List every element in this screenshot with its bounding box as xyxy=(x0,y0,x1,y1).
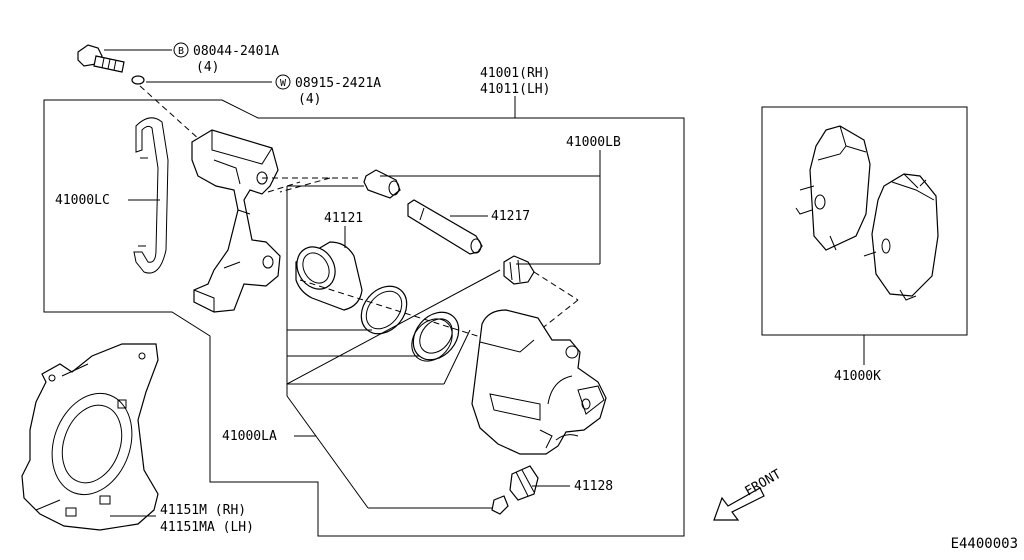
bleeder-screw-part xyxy=(491,465,539,515)
seal-kit-leader-diag xyxy=(286,395,369,509)
caliper-rh-label: 41001(RH) xyxy=(480,66,550,81)
brake-pad-front-part xyxy=(863,173,939,301)
guide-pin-part xyxy=(407,199,483,255)
dust-boot-part xyxy=(411,311,460,362)
bolt-marker-circle xyxy=(173,42,189,58)
bolt-part xyxy=(77,44,125,73)
seal-kit-label: 41000LA xyxy=(222,429,277,444)
caliper-housing-part xyxy=(471,309,607,455)
bleeder-label: 41128 xyxy=(574,479,613,494)
washer-part xyxy=(131,75,145,85)
washer-dash xyxy=(139,85,201,141)
splash-plate-rh-label: 41151M (RH) xyxy=(160,503,246,518)
bolt-marker: B xyxy=(178,46,184,57)
caliper-assembly-frame xyxy=(43,99,685,537)
pin-boot-upper-part xyxy=(363,169,401,199)
bolt-code: 08044-2401A xyxy=(193,44,279,59)
pin-boot-kit-label: 41000LB xyxy=(566,135,621,150)
washer-qty: (4) xyxy=(298,92,321,107)
piston-part xyxy=(295,241,363,311)
bolt-qty: (4) xyxy=(196,60,219,75)
piston-label: 41121 xyxy=(324,211,363,226)
pad-kit-label: 41000K xyxy=(834,369,881,384)
brake-pad-rear-part xyxy=(795,125,871,251)
diagram-id: E4400003 xyxy=(951,536,1018,552)
spring-clip-part xyxy=(133,117,169,274)
splash-plate-lh-label: 41151MA (LH) xyxy=(160,520,254,535)
splash-plate-part xyxy=(21,343,159,531)
washer-marker-circle xyxy=(275,74,291,90)
guide-pin-label: 41217 xyxy=(491,209,530,224)
caliper-lh-label: 41011(LH) xyxy=(480,82,550,97)
caliper-bracket-part xyxy=(191,129,281,313)
front-arrow-icon xyxy=(713,487,765,521)
bracket-label: 41000LC xyxy=(55,193,110,208)
washer-code: 08915-2421A xyxy=(295,76,381,91)
washer-marker: W xyxy=(280,78,287,89)
pin-boot-lower-part xyxy=(503,255,535,285)
